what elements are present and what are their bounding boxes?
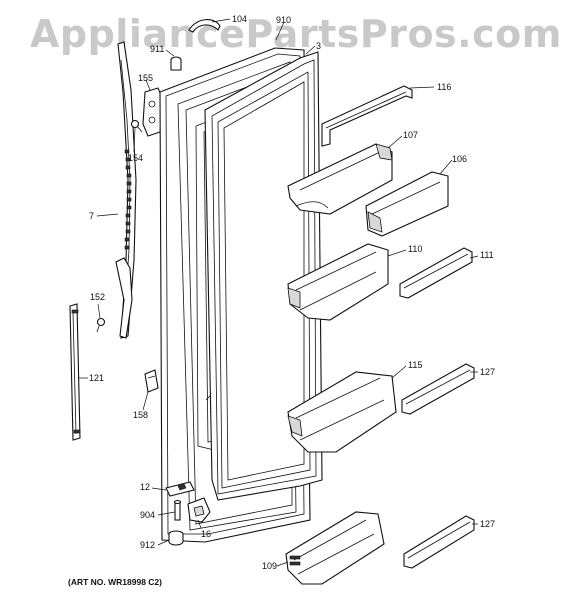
label-12: 12 — [140, 482, 150, 492]
label-107: 107 — [403, 130, 418, 140]
label-7: 7 — [89, 211, 94, 221]
bin-front-part-127-upper — [401, 363, 475, 415]
label-121: 121 — [89, 373, 104, 383]
label-16: 16 — [201, 529, 211, 539]
part-labels: 104 910 3 911 155 154 7 116 107 106 110 … — [89, 14, 495, 571]
label-110: 110 — [408, 244, 422, 254]
dairy-cover-part-106 — [365, 171, 449, 237]
label-106: 106 — [452, 154, 467, 164]
art-number: (ART NO. WR18998 C2) — [68, 577, 162, 587]
bin-front-part-127-lower — [403, 515, 475, 569]
label-111: 111 — [480, 250, 494, 260]
bushing-part-912 — [168, 530, 184, 546]
label-910: 910 — [276, 15, 291, 25]
label-109: 109 — [262, 561, 277, 571]
label-116: 116 — [437, 82, 451, 92]
top-trim-part-104 — [188, 19, 221, 33]
door-bin-part-110 — [287, 243, 389, 321]
label-154: 154 — [128, 153, 143, 163]
label-127-upper: 127 — [480, 367, 495, 377]
pin-part-904 — [173, 499, 182, 521]
label-904: 904 — [140, 510, 155, 520]
label-911: 911 — [150, 44, 164, 54]
label-158: 158 — [133, 410, 148, 420]
label-912: 912 — [140, 540, 155, 550]
label-3: 3 — [316, 41, 321, 51]
label-155: 155 — [138, 73, 153, 83]
label-104: 104 — [232, 14, 247, 24]
shelf-rail-part-116 — [321, 85, 413, 147]
door-bin-part-109 — [285, 511, 385, 585]
trim-strip-part-121 — [69, 303, 81, 441]
door-bin-part-115 — [287, 371, 397, 453]
screw-part-154 — [130, 119, 143, 133]
label-127-lower: 127 — [480, 519, 495, 529]
label-115: 115 — [408, 360, 422, 370]
hinge-part-16 — [187, 497, 211, 523]
cap-part-911 — [170, 56, 182, 71]
label-152: 152 — [90, 292, 105, 302]
bin-front-part-111 — [399, 247, 473, 299]
leader-lines — [78, 18, 479, 567]
screw-part-152 — [96, 317, 106, 333]
door-gasket-part-910 — [204, 51, 323, 501]
bracket-part-12 — [165, 481, 195, 497]
clip-part-158 — [144, 369, 159, 393]
door-handle-part-7 — [115, 41, 137, 339]
